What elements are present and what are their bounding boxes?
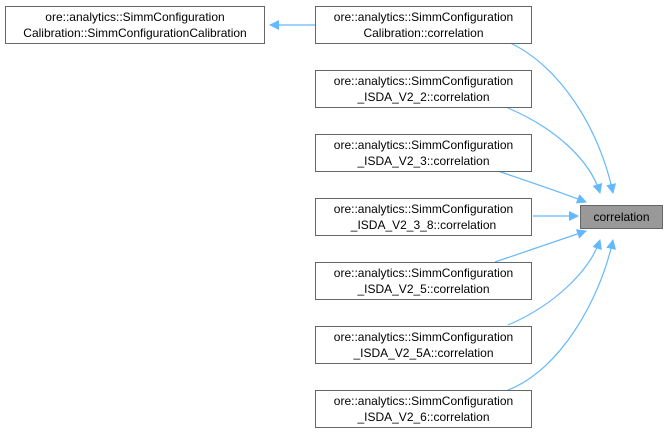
node-isda-v2-3-correlation[interactable]: ore::analytics::SimmConfiguration _ISDA_… [315,134,532,172]
edge-v25a-to-correlation [507,239,602,326]
node-calibration-correlation[interactable]: ore::analytics::SimmConfiguration Calibr… [315,6,532,44]
node-correlation-root[interactable]: correlation [580,205,663,229]
edge-v23-to-correlation [494,169,587,204]
node-isda-v2-2-correlation[interactable]: ore::analytics::SimmConfiguration _ISDA_… [315,70,532,108]
edge-v25-to-correlation [494,229,587,263]
edge-v22-to-correlation [507,107,603,194]
edge-v26-to-correlation [507,239,616,391]
node-isda-v2-3-8-correlation[interactable]: ore::analytics::SimmConfiguration _ISDA_… [315,198,532,236]
node-calibration-constructor[interactable]: ore::analytics::SimmConfiguration Calibr… [5,6,265,44]
node-isda-v2-5-correlation[interactable]: ore::analytics::SimmConfiguration _ISDA_… [315,262,532,300]
node-isda-v2-6-correlation[interactable]: ore::analytics::SimmConfiguration _ISDA_… [315,390,532,428]
edge-cal-corr-to-correlation [507,41,617,194]
node-isda-v2-5a-correlation[interactable]: ore::analytics::SimmConfiguration _ISDA_… [315,326,532,364]
